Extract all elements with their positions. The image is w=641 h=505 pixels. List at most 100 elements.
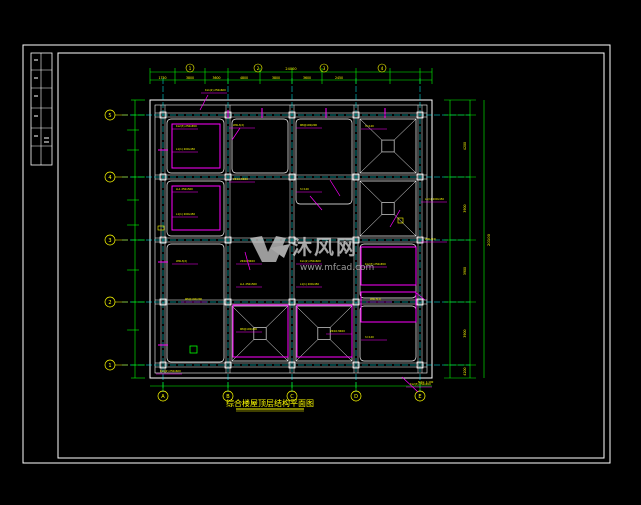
axis-bubble-B [222,390,234,402]
column [416,298,424,306]
right-dim-text: 4200 [463,367,467,375]
beam-note-text: WKL3(2) [370,297,381,301]
beam-note-text: KL2(3) 250x650 [365,262,386,266]
column [159,173,167,181]
green-marker [189,345,198,354]
right-dim-text: 3900 [463,329,467,337]
skylight-c2-ridge [329,305,353,328]
axis-bubble-label: A [161,394,165,400]
top-dim-text: 4800 [240,76,248,80]
beam-leader [309,195,323,211]
beam-note-text: h=120 [365,335,374,339]
axis-bubble-label: C [290,394,294,400]
top-dim-text: 3600 [303,76,311,80]
beam-note-text: KL1(2) 250x600 [160,369,181,373]
column [224,361,232,369]
slab-d2 [359,305,417,362]
axis-bubble-E [414,390,426,402]
beam-leader [231,127,241,141]
skylight-d5 [359,118,417,174]
top-dim-text: 3800 [186,76,194,80]
column [352,111,360,119]
beam-note-text: Φ8@100/200 [185,297,202,301]
beam-note-text: h=120 [365,124,374,128]
skylight-d4-ridge [359,180,383,203]
top-axis-bubble-label: 2 [257,66,260,71]
column [224,173,232,181]
beam-leader [244,251,251,271]
top-axis-bubble-label: 4 [381,66,384,71]
axis-bubble-label: E [418,394,421,400]
top-dim-text: 2450 [335,76,343,80]
beam-note-text: L1(1) 200x450 [176,147,195,151]
skylight-d4-center [381,202,395,215]
skylight-b2-ridge [265,305,289,328]
column [159,111,167,119]
column [416,236,424,244]
skylight-b2-center [253,327,267,340]
section-mark [157,225,165,231]
watermark-url-text: www.mfcad.com [300,263,374,273]
outer-frame [22,44,611,464]
beam-note-text: L1(1) 200x450 [176,212,195,216]
skylight-d5-ridge [359,118,383,141]
column [352,173,360,181]
beam-annot-box [171,185,221,231]
plan-inner-wall [154,104,428,374]
beam-leader [414,291,426,301]
beam-leader [389,209,401,228]
top-total-dim: 24000 [285,67,296,71]
skylight-d5-ridge [393,151,417,174]
beam-note-text: KL2(3) 250x650 [410,382,431,386]
column [416,173,424,181]
beam-note-text: L1(1) 200x450 [425,197,444,201]
column [224,298,232,306]
section-mark [397,217,404,224]
slab-a3 [166,243,225,363]
column [224,236,232,244]
drawing-title: 综合楼屋顶层结构平面图 [226,398,314,408]
axis-bubble-label: 4 [108,175,111,181]
beam-note-text: KL1(2) 250x600 [205,88,226,92]
beam-note-text: h=120 [300,187,309,191]
column [159,361,167,369]
axis-bubble-label: 3 [108,238,111,244]
note-tag: Note: 1:100 [418,380,434,384]
skylight-c2-ridge [329,339,353,362]
beam-note-text: LL1 250x500 [176,187,193,191]
column [352,361,360,369]
skylight-d5-center [381,139,395,153]
beam-note-text: Φ8@100/200 [300,123,317,127]
axis-bubble-C [286,390,298,402]
beam-note-text: WKL3(2) [176,259,187,263]
beam-leader [401,376,419,393]
slab-a5 [166,118,225,174]
column [288,173,296,181]
skylight-c2-ridge [295,339,319,362]
beam-note-text: 2Φ16;3Φ20 [330,329,345,333]
column [416,111,424,119]
skylight-c2-ridge [295,305,319,328]
top-dim-text: 3800 [272,76,280,80]
skylight-b2-ridge [231,305,255,328]
slab-a4 [166,180,225,237]
beam-note-text: WKL3(2) [425,237,436,241]
axis-bubble-label: 1 [108,363,111,369]
column [288,361,296,369]
beam-note-text: LL1 250x500 [240,282,257,286]
beam-leader [199,94,209,111]
beam-annot-box [171,123,221,169]
skylight-c2-center [317,327,331,340]
inner-frame [57,52,605,459]
beam-note-text: WKL3(2) [233,123,244,127]
top-axis-bubble-label: 3 [323,66,326,71]
column [288,111,296,119]
skylight-d5-ridge [359,151,383,174]
skylight-d4-ridge [393,214,417,237]
right-total-dim: 20100 [486,233,491,246]
top-axis-bubble-label: 1 [189,66,192,71]
beam-note-text: 2Φ16;3Φ20 [233,177,248,181]
axis-bubble-label: D [354,394,358,400]
skylight-d5-ridge [393,118,417,141]
